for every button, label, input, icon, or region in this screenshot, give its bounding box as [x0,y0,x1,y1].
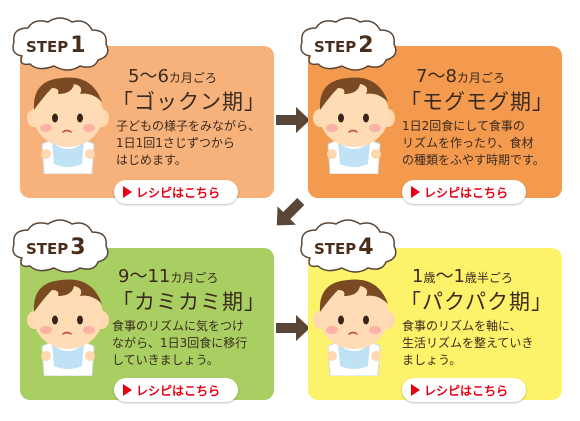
stage-name: 「パクパク期」 [400,290,553,314]
step-number: 1 [70,33,86,58]
age-range: 7〜8カ月ごろ [416,66,505,87]
step-word: STEP [314,240,357,258]
baby-face-icon [22,66,114,175]
baby-face-icon [22,268,114,377]
stage-name: 「ゴックン期」 [112,90,266,114]
play-triangle-icon [123,186,132,198]
play-triangle-icon [123,384,132,396]
age-range: 5〜6カ月ごろ [128,66,217,87]
baby-face-icon [308,66,400,175]
step-number: 3 [70,235,86,260]
step-number: 4 [358,235,374,260]
recipe-link-button[interactable]: レシピはこちら [402,180,526,204]
step-word: STEP [26,240,69,258]
baby-face-icon [308,268,400,377]
step-badge-2: STEP2 [296,16,400,72]
step-description: 食事のリズムに気をつけ ながら、1日3回食に移行 していきましょう。 [112,319,248,367]
recipe-link-button[interactable]: レシピはこちら [114,378,238,402]
recipe-link-button[interactable]: レシピはこちら [402,378,526,402]
step-badge-1: STEP1 [8,16,112,72]
age-range: 9〜11カ月ごろ [118,266,219,287]
play-triangle-icon [411,384,420,396]
recipe-link-button[interactable]: レシピはこちら [114,180,238,204]
step-badge-3: STEP3 [8,218,112,274]
play-triangle-icon [411,186,420,198]
step-description: 1日2回食にして食事の リズムを作ったり、食材 の種類をふやす時期です。 [402,119,545,167]
arrow-icon [276,315,312,347]
stage-name: 「カミカミ期」 [112,290,266,314]
step-word: STEP [314,38,357,56]
stage-name: 「モグモグ期」 [400,90,554,114]
arrow-icon [276,107,312,139]
step-word: STEP [26,38,69,56]
step-description: 食事のリズムを軸に、 生活リズムを整えていき ましょう。 [402,319,534,367]
step-description: 子どもの様子をみながら、 1日1回1さじずつから はじめます。 [116,119,261,167]
step-badge-4: STEP4 [296,218,400,274]
step-number: 2 [358,33,374,58]
age-range: 1歳〜1歳半ごろ [412,266,513,287]
